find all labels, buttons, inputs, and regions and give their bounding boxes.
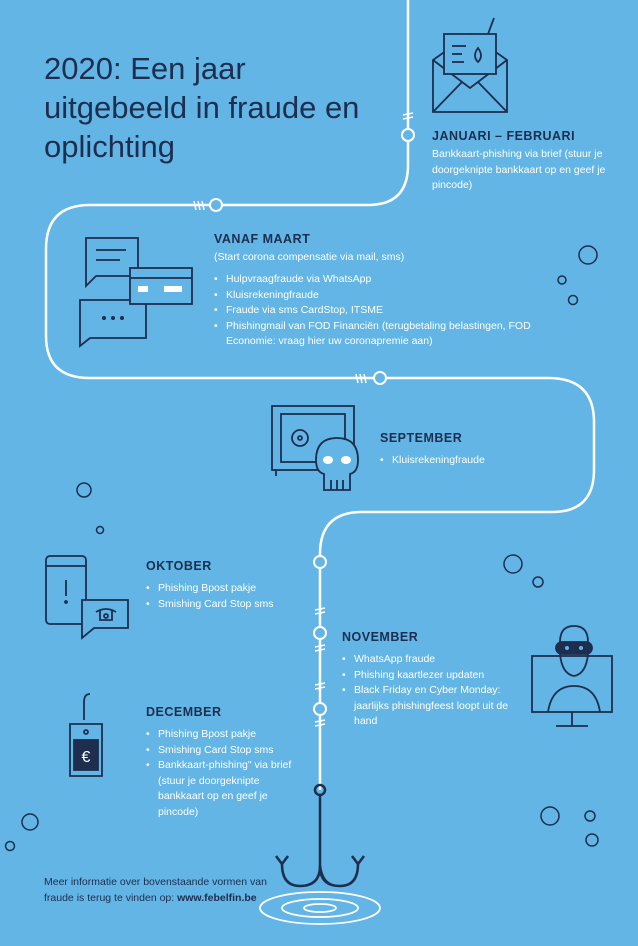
timeline-line — [44, 0, 596, 790]
list-item: Black Friday en Cyber Monday: jaarlijks … — [342, 683, 524, 730]
list-item: Bankkaart-phishing" via brief (stuur je … — [146, 758, 296, 820]
september-list: Kluisrekeningfraude — [380, 453, 580, 469]
jan-feb-heading: JANUARI – FEBRUARI — [432, 129, 576, 143]
footer-link[interactable]: www.febelfin.be — [177, 892, 257, 904]
november-heading: NOVEMBER — [342, 630, 419, 644]
december-list: Phishing Bpost pakje Smishing Card Stop … — [146, 727, 296, 820]
chat-dots-icon — [102, 316, 124, 320]
maart-subtitle: (Start corona compensatie via mail, sms) — [214, 251, 405, 263]
envelope-icon — [432, 17, 508, 113]
oktober-list: Phishing Bpost pakje Smishing Card Stop … — [146, 581, 316, 612]
footer-text: Meer informatie over bovenstaande vormen… — [44, 876, 267, 904]
price-tag-hook-icon — [69, 693, 103, 777]
safe-skull-icon — [271, 405, 359, 491]
list-item: Phishingmail van FOD Financiën (terugbet… — [214, 319, 554, 350]
fish-hook-icon — [275, 783, 365, 888]
phone-chat-icon — [45, 555, 129, 640]
footer: Meer informatie over bovenstaande vormen… — [44, 874, 294, 906]
maart-list: Hulpvraagfraude via WhatsApp Kluisrekeni… — [214, 272, 554, 350]
skull-eyes-icon — [323, 456, 351, 464]
list-item: Kluisrekeningfraude — [214, 288, 554, 304]
list-item: Kluisrekeningfraude — [380, 453, 580, 469]
timeline-nodes — [209, 128, 415, 716]
list-item: Fraude via sms CardStop, ITSME — [214, 303, 554, 319]
hacker-eyes — [565, 646, 583, 650]
maart-heading: VANAF MAART — [214, 232, 311, 246]
list-item: Hulpvraagfraude via WhatsApp — [214, 272, 554, 288]
list-item: Phishing Bpost pakje — [146, 581, 316, 597]
december-heading: DECEMBER — [146, 705, 222, 719]
november-list: WhatsApp fraude Phishing kaartlezer upda… — [342, 652, 524, 730]
page-title: 2020: Een jaar uitgebeeld in fraude en o… — [44, 50, 360, 164]
list-item: Phishing Bpost pakje — [146, 727, 296, 743]
bubbles — [4, 245, 599, 852]
euro-icon: € — [82, 749, 91, 766]
water-ripples — [259, 891, 381, 925]
hacker-monitor-icon — [531, 625, 613, 727]
oktober-heading: OKTOBER — [146, 559, 212, 573]
september-heading: SEPTEMBER — [380, 431, 463, 445]
list-item: Phishing kaartlezer updaten — [342, 668, 524, 684]
timeline-ticks — [193, 112, 414, 727]
list-item: Smishing Card Stop sms — [146, 743, 296, 759]
jan-feb-text: Bankkaart-phishing via brief (stuur je d… — [432, 148, 606, 191]
list-item: WhatsApp fraude — [342, 652, 524, 668]
list-item: Smishing Card Stop sms — [146, 597, 316, 613]
chat-card-icon — [79, 237, 193, 348]
